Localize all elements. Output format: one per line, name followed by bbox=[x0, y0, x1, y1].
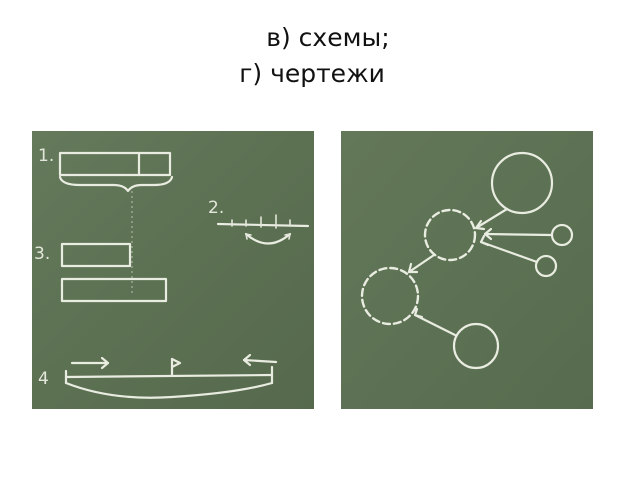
chalkboard-photo-drawings: 1. 2. 3. 4 bbox=[32, 131, 314, 409]
chalkboard-drawings-svg: 1. 2. 3. 4 bbox=[32, 131, 314, 409]
chalkboard-photo-scheme bbox=[341, 131, 593, 409]
drawing-2-scale-arc bbox=[216, 214, 310, 245]
scheme-circle-bottom bbox=[452, 322, 500, 370]
drawing-number-4: 4 bbox=[38, 369, 49, 389]
chalkboard-scheme-svg bbox=[341, 131, 593, 409]
drawing-number-3: 3. bbox=[34, 244, 50, 264]
scheme-circles bbox=[360, 151, 574, 370]
scheme-arrows bbox=[407, 207, 553, 337]
scheme-circle-dashed-lower bbox=[360, 266, 420, 326]
drawing-number-2: 2. bbox=[208, 198, 224, 218]
drawing-number-1: 1. bbox=[38, 146, 54, 166]
drawing-1-bar-with-brace bbox=[58, 151, 174, 296]
scheme-circle-small-2 bbox=[534, 254, 558, 278]
slide-title: в) схемы; г) чертежи bbox=[0, 20, 640, 92]
drawing-4-arc-arrows bbox=[64, 353, 278, 399]
drawing-3-rectangles bbox=[60, 242, 168, 303]
scheme-circle-dashed-middle bbox=[423, 208, 477, 262]
title-line-schemes: в) схемы; bbox=[250, 23, 390, 52]
scheme-circle-top bbox=[490, 151, 554, 215]
title-line-drawings: г) чертежи bbox=[239, 59, 401, 88]
